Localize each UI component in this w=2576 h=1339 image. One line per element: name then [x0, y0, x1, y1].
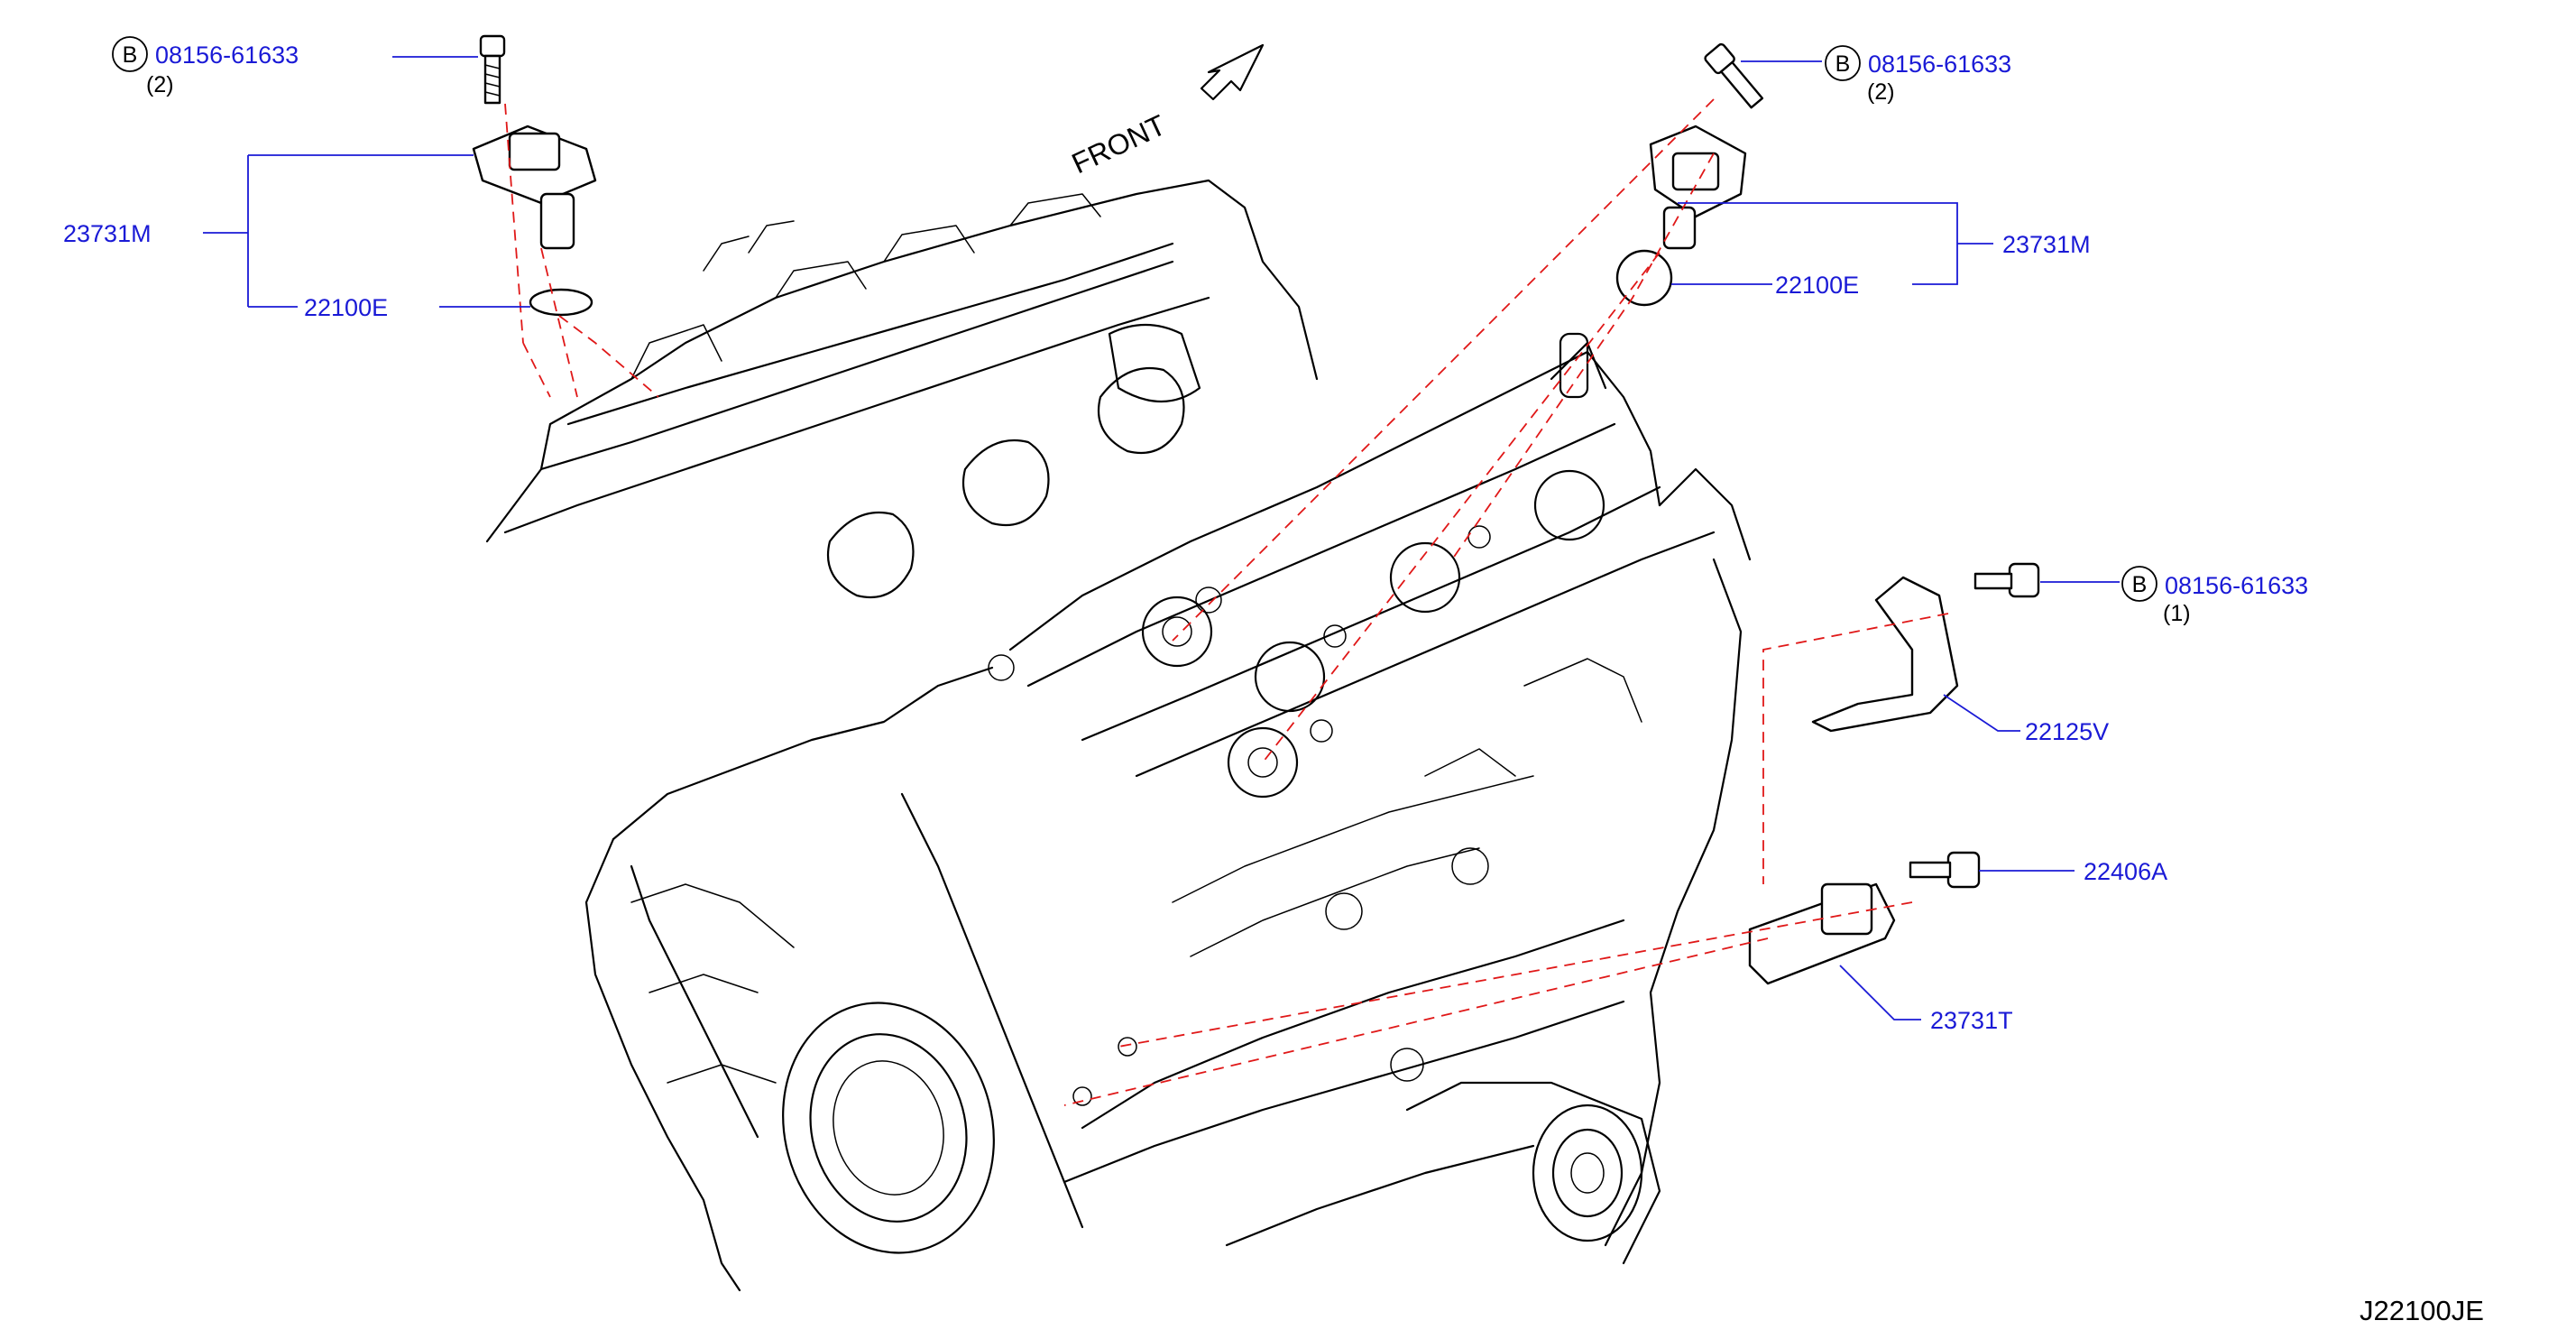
part-number: 08156-61633	[1868, 51, 2011, 78]
callout-bolt-top-left: B 08156-61633 (2)	[112, 36, 299, 97]
front-arrow-icon	[1200, 43, 1265, 101]
bolt-marker-icon	[2121, 566, 2157, 602]
callout-sensor-right: 23731M	[2002, 231, 2091, 258]
bolt-marker-icon	[112, 36, 148, 72]
bolt-marker-text: B	[1835, 51, 1851, 77]
crank-sensor-drawing	[1748, 882, 1896, 985]
drawing-code: J22100JE	[2360, 1295, 2484, 1326]
engine-block-drawing	[485, 179, 1752, 1292]
bolt-marker-icon	[1825, 45, 1861, 81]
part-number: 08156-61633	[155, 42, 299, 69]
bolt-marker-text: B	[2132, 572, 2148, 597]
quantity: (2)	[146, 72, 174, 97]
cam-sensor-left-drawing	[472, 125, 597, 250]
bolt-top-right-drawing	[1704, 42, 1764, 109]
callout-crank-sensor: 23731T	[1930, 1007, 2013, 1034]
callout-bracket: 22125V	[2025, 718, 2109, 745]
callout-bolt-right: B 08156-61633 (1)	[2121, 566, 2308, 626]
bolt-top-left-drawing	[479, 34, 506, 105]
cam-sensor-right-drawing	[1649, 125, 1747, 250]
quantity: (1)	[2163, 601, 2191, 626]
oring-right-drawing	[1615, 249, 1673, 307]
callout-sensor-left: 23731M	[63, 220, 152, 247]
callout-bolt-top-right: B 08156-61633 (2)	[1825, 45, 2011, 105]
callout-bolt-crank: 22406A	[2084, 858, 2167, 885]
front-label: FRONT	[1067, 108, 1171, 180]
quantity: (2)	[1867, 79, 1895, 105]
oring-left-drawing	[529, 288, 593, 317]
bolt-right-drawing	[1973, 562, 2040, 598]
callout-oring-left: 22100E	[304, 294, 388, 321]
install-guide-lines	[504, 98, 1949, 1106]
bolt-marker-text: B	[123, 42, 138, 68]
part-number: 08156-61633	[2165, 572, 2308, 599]
callout-oring-right: 22100E	[1775, 272, 1859, 299]
leader-lines	[203, 56, 2120, 1020]
bracket-drawing	[1811, 576, 1959, 733]
bolt-crank-drawing	[1909, 851, 1981, 889]
